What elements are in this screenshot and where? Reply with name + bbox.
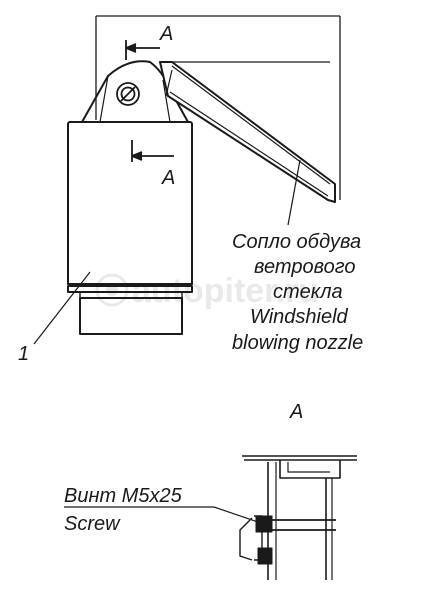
section-marker-top: [125, 40, 160, 60]
part-number-label: 1: [18, 343, 29, 365]
nozzle-label-ru-line3: стекла: [273, 281, 343, 303]
housing-body: [67, 121, 193, 335]
upper-assembly: [33, 15, 341, 345]
screw-label-ru: Винт М5х25: [64, 485, 183, 507]
bolt-icon: [116, 82, 140, 106]
part-1-leader-line: [33, 271, 91, 345]
blowing-nozzle: [159, 61, 336, 203]
panel-outline: [95, 15, 341, 200]
nozzle-label-en-line2: blowing nozzle: [232, 332, 363, 354]
nozzle-label-ru-line1: Сопло обдува: [232, 231, 361, 253]
section-view-title: A: [289, 401, 303, 423]
labels: A A Сопло обдува ветрового стекла Windsh…: [18, 23, 363, 535]
nozzle-leader-line: [287, 159, 301, 226]
nozzle-label-ru-line2: ветрового: [254, 256, 355, 278]
section-letter-top: A: [159, 23, 173, 45]
section-marker-bottom: [131, 140, 174, 162]
section-view-a: [64, 455, 357, 580]
section-letter-bottom: A: [161, 167, 175, 189]
screw-detail: [239, 515, 336, 565]
nozzle-label-en-line1: Windshield: [250, 306, 349, 328]
screw-label-en: Screw: [64, 513, 121, 535]
